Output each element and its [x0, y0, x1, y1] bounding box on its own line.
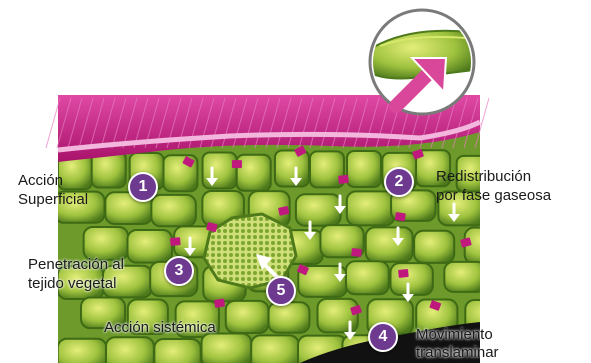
spongy-cell: [366, 227, 413, 261]
label-movimiento: Movimiento translaminar: [416, 326, 499, 362]
spongy-cell: [444, 262, 486, 292]
fungicide-particle: [170, 237, 181, 246]
marker-3: 3: [164, 256, 194, 286]
marker-2: 2: [384, 167, 414, 197]
spongy-cell: [391, 263, 433, 295]
palisade-cell: [203, 152, 237, 188]
marker-5: 5: [266, 276, 296, 306]
zoom-inset: [370, 10, 474, 114]
fungicide-particle: [398, 269, 409, 278]
epidermis-stripe: [46, 98, 60, 148]
marker-4: 4: [368, 322, 398, 352]
label-accion-superficial: Acción Superficial: [18, 171, 88, 209]
spongy-cell: [465, 228, 506, 264]
spongy-cell: [106, 337, 154, 363]
spongy-cell: [296, 194, 341, 225]
spongy-cell: [154, 339, 200, 363]
fungicide-particle: [338, 175, 349, 184]
spongy-cell: [269, 302, 310, 332]
label-penetracion: Penetración al tejido vegetal: [28, 255, 124, 293]
palisade-cell: [275, 150, 309, 186]
spongy-cell: [226, 301, 269, 333]
fungicide-particle: [214, 298, 225, 307]
fungicide-particle: [395, 212, 406, 221]
spongy-cell: [151, 195, 195, 226]
spongy-cell: [58, 339, 107, 363]
fungicide-particle: [351, 248, 362, 257]
spongy-cell: [317, 299, 357, 333]
marker-1: 1: [128, 172, 158, 202]
spongy-cell: [128, 230, 173, 263]
palisade-cell: [347, 151, 381, 187]
spongy-cell: [251, 335, 299, 363]
label-accion-sistemica: Acción sistémica: [104, 318, 216, 337]
spongy-cell: [347, 191, 395, 225]
spongy-cell: [414, 231, 454, 263]
spongy-cell: [202, 333, 252, 363]
fungicide-particle: [232, 160, 242, 168]
spongy-cell: [346, 261, 389, 294]
palisade-cell: [237, 155, 271, 191]
label-redistribucion: Redistribución por fase gaseosa: [436, 167, 551, 205]
